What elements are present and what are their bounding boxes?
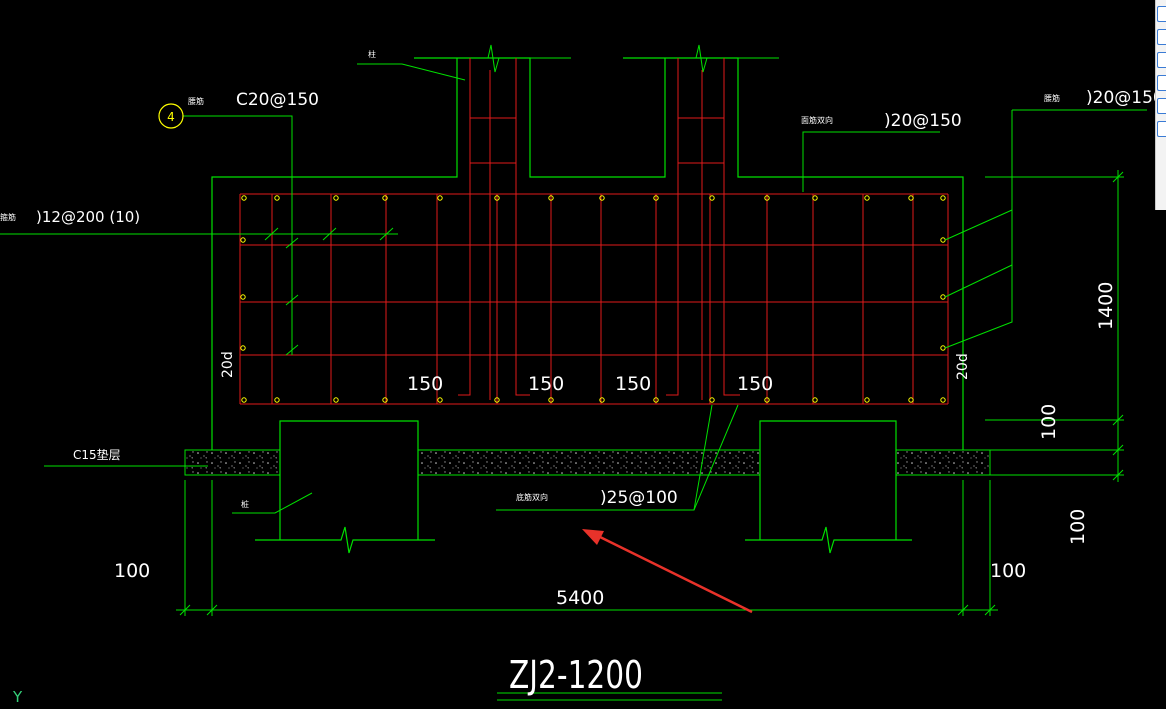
cushion-layer <box>184 449 991 476</box>
rebar-section-dot <box>940 345 946 351</box>
rebar-section-dot <box>709 195 715 201</box>
label-column-top: 柱 <box>368 49 376 59</box>
dim-spacing-1: 150 <box>407 373 443 395</box>
rebar-section-dot <box>709 397 715 403</box>
rebar-section-dot <box>599 195 605 201</box>
dim-anchor-left: 20d <box>220 351 236 378</box>
dim-overhang-right: 100 <box>990 560 1026 582</box>
axis-y-label: Y <box>13 688 23 706</box>
dim-height: 1400 <box>1095 282 1117 330</box>
label-right-waist-spec: )20@150 <box>1086 88 1164 108</box>
label-bottom-bar: 底筋双向 <box>516 492 548 502</box>
rebar-section-dot <box>241 195 247 201</box>
column-break-marks <box>470 44 779 73</box>
rebar-section-dot <box>333 195 339 201</box>
dim-anchor-right: 20d <box>955 353 971 380</box>
annotation-arrow <box>582 529 753 614</box>
settings-icon[interactable] <box>1157 98 1166 114</box>
rebar-section-dot <box>437 397 443 403</box>
rebar-section-dot <box>548 397 554 403</box>
rebar-section-dot <box>908 195 914 201</box>
label-cushion: C15垫层 <box>73 447 121 462</box>
rebar-section-dot <box>274 195 280 201</box>
label-right-waist: 腰筋 <box>1044 93 1060 103</box>
callout-number: 4 <box>167 110 175 124</box>
pile-left <box>255 420 435 554</box>
rebar-section-dot <box>494 397 500 403</box>
list-icon[interactable] <box>1157 121 1166 137</box>
rebar-section-dot <box>240 294 246 300</box>
rebar-section-dot <box>653 195 659 201</box>
select-icon[interactable] <box>1157 6 1166 22</box>
print-icon[interactable] <box>1157 75 1166 91</box>
label-top-bar: 面筋双向 <box>801 115 833 125</box>
rebar-section-dot <box>940 397 946 403</box>
rebar-section-dot <box>864 397 870 403</box>
rebar-section-dot <box>764 397 770 403</box>
rebar-section-dot <box>382 397 388 403</box>
dim-spacing-4: 150 <box>737 373 773 395</box>
rebar-section-dot <box>494 195 500 201</box>
rebar-section-dot <box>274 397 280 403</box>
rebar-section-dot <box>864 195 870 201</box>
dim-cushion-thk: 100 <box>1038 404 1060 440</box>
rebar-section-dot <box>812 397 818 403</box>
pile-right <box>745 420 912 554</box>
rebar-section-dot <box>653 397 659 403</box>
rebar-section-dot <box>940 294 946 300</box>
pile-cap-outline <box>211 57 964 450</box>
rebar-section-dot <box>240 345 246 351</box>
dimension-lines <box>176 170 1124 616</box>
layer-icon[interactable] <box>1157 52 1166 68</box>
leader-lines <box>0 63 1147 514</box>
copy-icon[interactable] <box>1157 29 1166 45</box>
rebar-section-dot <box>940 195 946 201</box>
title-underline <box>497 692 722 701</box>
rebar-section-dot <box>333 397 339 403</box>
label-top-bar-spec: )20@150 <box>884 111 962 131</box>
label-stirrup-spec: )12@200 (10) <box>36 208 140 226</box>
rebar-section-dot <box>382 195 388 201</box>
dim-spacing-3: 150 <box>615 373 651 395</box>
dim-cushion-thk-2: 100 <box>1067 509 1089 545</box>
section-callout[interactable]: 4 <box>158 103 184 129</box>
right-toolbar <box>1155 0 1166 210</box>
rebar-section-dot <box>548 195 554 201</box>
label-pile: 桩 <box>241 499 249 509</box>
rebar-section-dot <box>764 195 770 201</box>
label-waist-bar: 腰筋 <box>188 96 204 106</box>
label-waist-bar-spec: C20@150 <box>236 90 319 110</box>
column-rebar <box>458 58 740 400</box>
rebar-section-dot <box>437 195 443 201</box>
dim-width: 5400 <box>556 587 604 609</box>
dim-spacing-2: 150 <box>528 373 564 395</box>
dim-overhang-left: 100 <box>114 560 150 582</box>
drawing-title: ZJ2-1200 <box>509 653 643 697</box>
rebar-section-dot <box>940 237 946 243</box>
label-bottom-bar-spec: )25@100 <box>600 488 678 508</box>
rebar-section-dot <box>908 397 914 403</box>
rebar-cage <box>239 193 949 405</box>
rebar-section-dot <box>240 237 246 243</box>
rebar-section-dot <box>599 397 605 403</box>
rebar-section-dot <box>812 195 818 201</box>
rebar-section-dot <box>241 397 247 403</box>
label-stirrup: 箍筋 <box>0 212 16 222</box>
